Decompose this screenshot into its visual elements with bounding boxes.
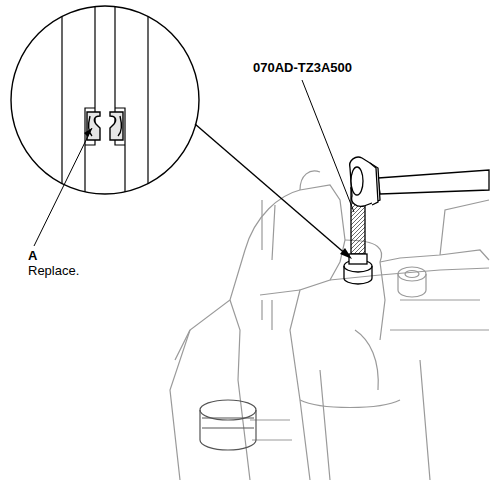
hammer: [350, 157, 489, 206]
callout-note: Replace.: [27, 263, 80, 278]
tool-number: 070AD-TZ3A500: [252, 60, 353, 75]
detail-arrowhead: [340, 248, 352, 259]
bearing-cup: [200, 400, 256, 450]
leader-arrowhead: [84, 128, 92, 137]
oil-seal: [87, 112, 123, 140]
leader-lines: [34, 80, 354, 256]
detail-inset: [11, 6, 199, 194]
transmission-housing: [170, 171, 489, 480]
seal-detail: [62, 0, 148, 200]
callout-letter: A: [27, 248, 38, 263]
